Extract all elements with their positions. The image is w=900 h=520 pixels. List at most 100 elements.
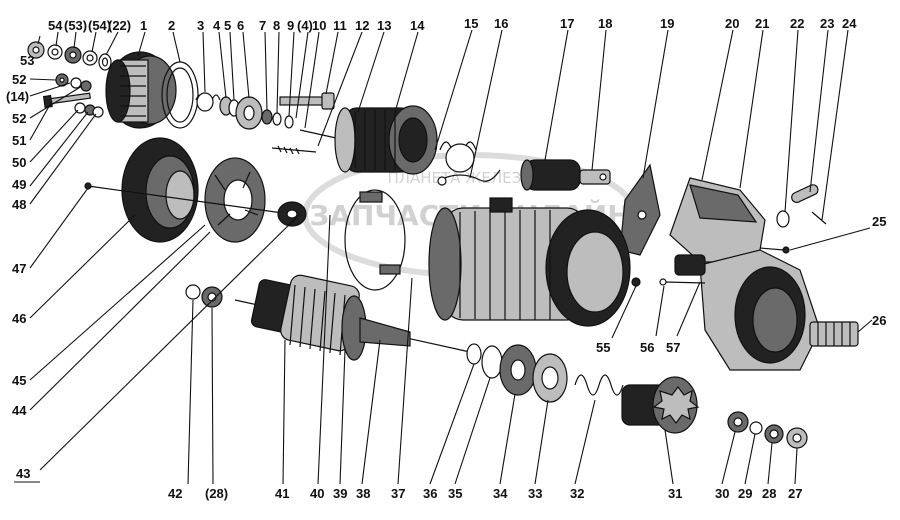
label-31: 31 [668, 486, 682, 501]
label-30: 30 [715, 486, 729, 501]
label-28: 28 [762, 486, 776, 501]
part-end-shield-46 [121, 137, 199, 243]
part-yoke-housing [428, 197, 631, 327]
label-9: 9 [287, 18, 294, 33]
part-washer-29 [749, 421, 763, 435]
label-56: 56 [640, 340, 654, 355]
label-52a: 52 [12, 72, 26, 87]
part-relay-17 [520, 159, 581, 191]
label-18: 18 [598, 16, 612, 31]
label-15: 15 [464, 16, 478, 31]
label-33: 33 [528, 486, 542, 501]
leader-lines [29, 29, 873, 485]
label-51: 51 [12, 133, 26, 148]
label-21: 21 [755, 16, 769, 31]
part-bearing-34 [499, 344, 537, 396]
label-53b: (53) [64, 18, 87, 33]
part-end-cover-1 [105, 51, 177, 129]
part-spring-15 [439, 141, 477, 173]
part-pinion-drive-31 [621, 376, 700, 434]
part-bush-small [277, 201, 307, 227]
label-55: 55 [596, 340, 610, 355]
part-gasket-2 [161, 61, 199, 129]
part-solenoid-13-14 [334, 105, 438, 175]
label-38: 38 [356, 486, 370, 501]
label-37: 37 [391, 486, 405, 501]
label-3: 3 [197, 18, 204, 33]
part-washer-28 [764, 424, 784, 444]
label-29: 29 [738, 486, 752, 501]
part-bolt-51 [42, 92, 91, 109]
label-52b: 52 [12, 111, 26, 126]
part-block-57 [674, 254, 706, 276]
label-17: 17 [560, 16, 574, 31]
label-32: 32 [570, 486, 584, 501]
part-nut-55 [631, 277, 641, 287]
part-nut-53b [64, 46, 82, 64]
label-20: 20 [725, 16, 739, 31]
label-54b: (54) [88, 18, 111, 33]
label-36: 36 [423, 486, 437, 501]
label-49: 49 [12, 177, 26, 192]
label-1: 1 [140, 18, 147, 33]
part-brush-plate [204, 157, 266, 243]
label-25: 25 [872, 214, 886, 229]
label-24: 24 [842, 16, 857, 31]
part-cap-6 [235, 96, 263, 130]
part-bolt-56 [659, 278, 706, 286]
label-44: 44 [12, 403, 27, 418]
part-band-ring [344, 189, 406, 291]
part-cover-20 [669, 177, 766, 263]
label-26: 26 [872, 313, 886, 328]
label-35: 35 [448, 486, 462, 501]
part-washer-27 [786, 427, 808, 449]
label-5: 5 [224, 18, 231, 33]
part-spring-3 [195, 92, 221, 112]
part-bolt-11 [279, 92, 335, 110]
part-washer-54 [47, 44, 63, 60]
label-22b: (22) [108, 18, 131, 33]
part-washer-14b [70, 77, 82, 89]
part-washers-7-9 [261, 109, 294, 129]
part-washer-22b [98, 53, 112, 71]
label-54: 54 [48, 18, 63, 33]
label-14: 14 [410, 18, 425, 33]
part-rod-47 [84, 182, 291, 215]
part-nut-52b [80, 80, 92, 92]
part-shaft-26 [809, 321, 859, 347]
part-spring-32 [574, 374, 624, 396]
label-10: 10 [312, 18, 326, 33]
label-34: 34 [493, 486, 508, 501]
label-41: 41 [275, 486, 289, 501]
part-wire-16 [437, 169, 501, 186]
label-27: 27 [788, 486, 802, 501]
label-4: 4 [213, 18, 221, 33]
label-47: 47 [12, 261, 26, 276]
label-45: 45 [12, 373, 26, 388]
label-12: 12 [355, 18, 369, 33]
label-50: 50 [12, 155, 26, 170]
label-46: 46 [12, 311, 26, 326]
label-14b: (14) [6, 89, 29, 104]
part-washer-42 [185, 284, 201, 300]
part-screw-25 [759, 246, 790, 254]
part-washer-22 [776, 210, 790, 228]
label-42: 42 [168, 486, 182, 501]
part-bearing-33 [532, 353, 568, 403]
label-13: 13 [377, 18, 391, 33]
callout-labels: 53 54 (53) (54) (22) 1 2 3 4 5 6 7 8 9 (… [6, 16, 886, 501]
part-armature [234, 274, 471, 361]
label-43: 43 [16, 466, 30, 481]
label-11: 11 [333, 18, 347, 33]
label-22: 22 [790, 16, 804, 31]
part-washer-35 [481, 345, 503, 379]
label-40: 40 [310, 486, 324, 501]
label-8: 8 [273, 18, 280, 33]
part-drive-housing-21 [699, 249, 821, 371]
label-4b: (4) [297, 18, 313, 33]
part-nut-30 [727, 411, 749, 433]
label-53: 53 [20, 53, 34, 68]
part-terminal-18 [579, 169, 611, 185]
